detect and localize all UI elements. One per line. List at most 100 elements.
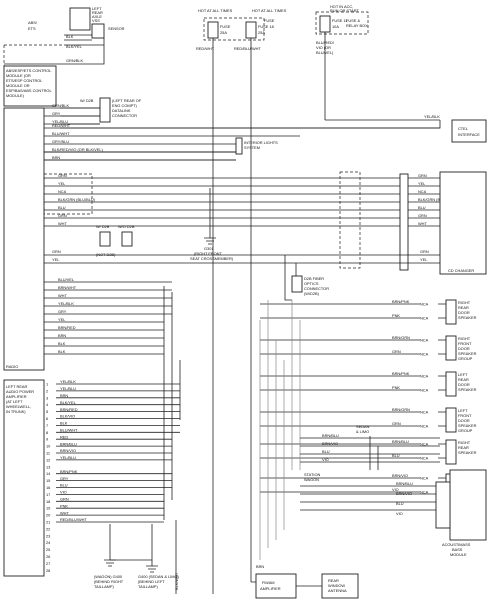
- amp-wire-label: BLU/WHT: [60, 428, 78, 433]
- speaker-lead: [438, 375, 446, 391]
- amp-label-5: IN TRUNK): [6, 409, 26, 414]
- speaker-label: RIGHT: [458, 440, 471, 445]
- bass-wire-label: BLU: [396, 501, 404, 506]
- amp-wire-label: BRN/PNK: [60, 469, 78, 474]
- mid-wire-label-cd: YEL: [418, 181, 426, 186]
- ctel-interface: [451, 119, 487, 143]
- mid-wire-label-cd: BLK/GRN (BLU/BLU): [418, 197, 456, 202]
- not-d2b: (NOT D2B): [96, 252, 116, 257]
- datalink-1: ENG COMPT): [112, 103, 138, 108]
- w-d2b-1: W/O D2B: [118, 224, 135, 229]
- g400-2: TAILLAMP): [94, 584, 115, 589]
- radio-top-wire-label: GRY: [52, 111, 61, 116]
- amp-label-1: AUDIO POWER: [6, 389, 34, 394]
- amp-pin-number: 17: [46, 492, 50, 497]
- ctel-1: INTERFACE: [458, 132, 480, 137]
- ground-0: G301: [204, 246, 214, 251]
- interior-lights-1: SYSTEM: [244, 145, 260, 150]
- fuse2-b: 25A: [258, 30, 265, 35]
- amp-wire-label: WHT: [60, 510, 69, 515]
- amp-pin-number: 23: [46, 533, 50, 538]
- pin-label-blk: BLK: [66, 34, 74, 39]
- speaker: [445, 299, 457, 325]
- bottom-blkwht: BLK/WHT: [174, 572, 179, 590]
- mid-wire-label: BLU: [58, 205, 66, 210]
- amp-wire-label: YEL/BLU: [60, 386, 76, 391]
- speaker-label: GROUP: [458, 356, 473, 361]
- cd-wire-0: GRN: [52, 249, 61, 254]
- speaker-label: DOOR: [458, 418, 470, 423]
- speaker-wire-label: BRN/GRN: [392, 335, 410, 340]
- abs-ets-label-1: ETS: [28, 26, 36, 31]
- fuse1-b: 25A: [220, 30, 227, 35]
- amp-wire-label: GRN: [60, 497, 69, 502]
- w-d2b-0: W/ D2B: [96, 224, 110, 229]
- amp-pin-number: 27: [46, 561, 50, 566]
- radio: [3, 107, 45, 371]
- shielded-bundle: [339, 171, 361, 269]
- amp-pin-number: 3: [46, 395, 48, 400]
- speaker-wire-label: BRN/GRN: [392, 407, 410, 412]
- speaker-wire-label: BRN/PNK: [392, 299, 410, 304]
- mid-wire-label: GRN: [58, 213, 67, 218]
- radio-low-wire-label: GRY: [58, 309, 67, 314]
- d2b-fiber-3: (W/D2B): [304, 291, 320, 296]
- fuse-11: [319, 15, 331, 33]
- inline-connector: [399, 173, 409, 271]
- d2b-fiber-0: D2B FIBER: [304, 276, 324, 281]
- bottom-brn: BRN: [256, 564, 264, 569]
- abs-ctrl-2: ETS/ESP CONTROL: [6, 78, 43, 83]
- speaker-wire-label: BLU: [392, 453, 400, 458]
- nca-label: NCA: [420, 316, 429, 321]
- hot-label-1: HOT AT ALL TIMES: [198, 8, 233, 13]
- speaker-label: LEFT: [458, 372, 468, 377]
- amp-pin-number: 6: [46, 416, 48, 421]
- speaker-label: SPEAKER: [458, 387, 477, 392]
- ctel-0: CTEL: [458, 126, 469, 131]
- abs-ctrl-0: ABS/ESP/ETS CONTROL: [6, 68, 52, 73]
- amp-pin-number: 9: [46, 437, 48, 442]
- sedan-wire-label: VIO: [322, 457, 329, 462]
- amp-pin-number: 12: [46, 457, 50, 462]
- rear-window-antenna: [321, 573, 359, 599]
- speaker-label: REAR: [458, 445, 469, 450]
- rear-window-0: REAR: [328, 578, 339, 583]
- nca-label: NCA: [420, 352, 429, 357]
- mid-wire-label: NCA: [58, 189, 67, 194]
- radio-low-wire-label: YEL/BLK: [58, 301, 74, 306]
- amp-wire-label: BLU: [60, 483, 68, 488]
- speaker-label: DOOR: [458, 310, 470, 315]
- amp-pin-number: 26: [46, 554, 50, 559]
- amp-pin-number: 1: [46, 382, 48, 387]
- acoustimass-bass-module: [449, 469, 487, 541]
- speaker-label: RIGHT: [458, 300, 471, 305]
- interior-lights-connector: [235, 137, 243, 155]
- fuse3-a: FUSE 11: [332, 18, 348, 23]
- cd-wire-0b: GRN: [420, 249, 429, 254]
- d2b-fiber-2: CONNECTOR: [304, 286, 329, 291]
- mid-wire-label: BLK/GRN (BLU/BLU): [58, 197, 96, 202]
- amp-pin-number: 10: [46, 444, 51, 449]
- nca-label: NCA: [420, 410, 429, 415]
- mid-wire-label: GRN: [58, 173, 67, 178]
- ground-2: SEAT CROSSMEMBER): [190, 256, 234, 261]
- nca-label: NCA: [420, 476, 429, 481]
- wagon-0: STATION: [304, 472, 320, 477]
- radio-top-wire-label: BRN: [52, 155, 60, 160]
- abs-sensor-label-1: REAR: [92, 10, 103, 15]
- amp-pin-number: 21: [46, 520, 50, 525]
- amp-wire-label: VIO: [60, 490, 67, 495]
- wire-redblwht: RED/BLU/WHT: [234, 46, 261, 51]
- speaker-label: SPEAKER: [458, 315, 477, 320]
- mid-wire-label-cd: BLU: [418, 205, 426, 210]
- mid-wire-label-cd: GRN: [418, 213, 427, 218]
- amp-label-0: LEFT REAR: [6, 384, 28, 389]
- cd-changer: [439, 171, 487, 275]
- abs-sensor-label-4: SENSOR: [108, 26, 125, 31]
- amp-pin-number: 8: [46, 430, 48, 435]
- amp-pin-number: 14: [46, 471, 51, 476]
- wire-bluredvio-2: BLU/VEL): [316, 50, 334, 55]
- radio-low-wire-label: BRN/RED: [58, 325, 76, 330]
- fuse3-b: 10A: [332, 24, 339, 29]
- nca-label: NCA: [420, 388, 429, 393]
